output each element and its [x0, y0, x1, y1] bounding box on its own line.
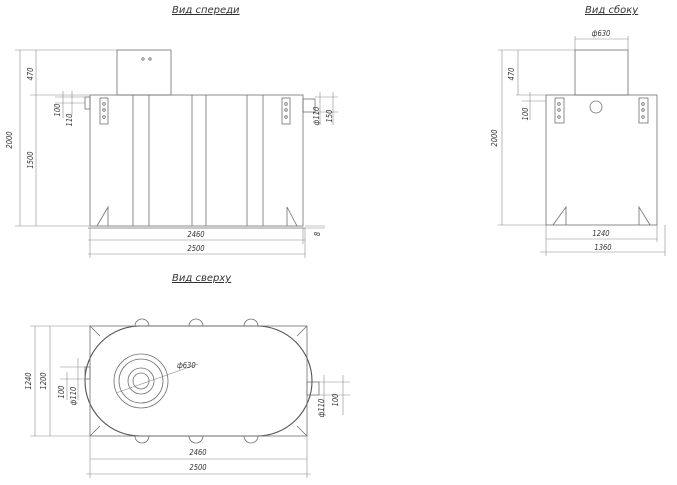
- front-view: 2000 470 1500 100 110 ф110 150 8 2460 25…: [5, 49, 338, 258]
- top-outlet-diameter: ф110: [317, 399, 326, 418]
- front-body-length: 2460: [187, 230, 204, 239]
- top-body-length: 2460: [189, 448, 206, 457]
- top-outlet-offset: 100: [331, 394, 340, 407]
- front-view-title: Вид спереди: [172, 5, 240, 16]
- top-view: ф630 1240 1200 100 ф110 ф110 100 2460 25…: [24, 318, 350, 478]
- side-inlet-offset: 100: [521, 108, 530, 121]
- front-base-gap: 8: [313, 232, 322, 236]
- top-inlet-diameter: ф110: [69, 387, 78, 406]
- front-body: [89, 94, 304, 227]
- front-inlet-offset: 100: [53, 104, 62, 117]
- side-body: [545, 94, 658, 226]
- side-neck: [574, 49, 629, 96]
- front-outlet-offset: 150: [325, 110, 334, 123]
- front-body-height: 1500: [26, 151, 35, 168]
- side-total-height: 2000: [490, 129, 499, 146]
- side-neck-height: 470: [507, 68, 516, 81]
- top-width-outer: 1240: [24, 372, 33, 389]
- top-neck-diameter: ф630: [177, 361, 196, 370]
- top-inlet-offset: 100: [57, 386, 66, 399]
- front-total-height: 2000: [5, 131, 14, 148]
- side-body-width: 1240: [592, 229, 609, 238]
- front-neck: [116, 49, 172, 96]
- front-outlet-diameter: ф110: [312, 107, 321, 126]
- side-neck-diameter: ф630: [592, 29, 611, 38]
- side-view: ф630 2000 470 100 1240 1360: [490, 29, 666, 256]
- front-inlet-drop: 110: [65, 114, 74, 127]
- top-overall-length: 2500: [189, 463, 206, 472]
- top-width-inner: 1200: [39, 372, 48, 389]
- top-neck-outer: [113, 353, 169, 409]
- front-overall-length: 2500: [187, 244, 204, 253]
- side-view-title: Вид сбоку: [585, 4, 639, 16]
- front-neck-height: 470: [26, 68, 35, 81]
- top-view-title: Вид сверху: [172, 273, 232, 284]
- side-overall-width: 1360: [594, 243, 611, 252]
